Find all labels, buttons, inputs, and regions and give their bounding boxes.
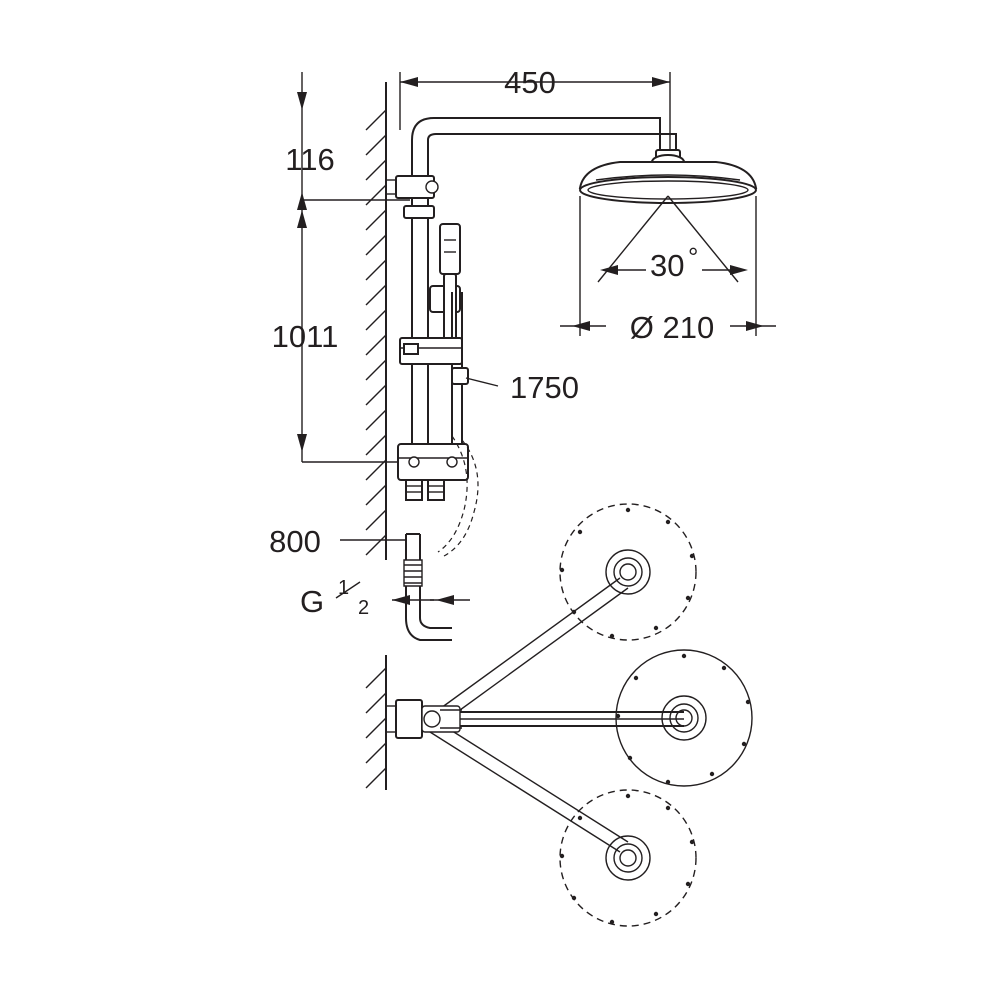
- dimension-116: 116: [285, 72, 410, 210]
- dimension-spray-angle: 30 °: [598, 196, 748, 283]
- shower-riser-assembly: [386, 118, 676, 640]
- dimension-1011: 1011: [272, 200, 410, 462]
- dimension-1750-label: 1750: [510, 370, 579, 405]
- dimension-thread-g-half: G 1 2: [300, 577, 470, 619]
- head-diameter-label: Ø 210: [630, 310, 714, 345]
- wall-upper: [366, 82, 386, 560]
- dimension-450-label: 450: [504, 65, 556, 100]
- shower-head-assembly: [580, 150, 756, 203]
- thread-letter-label: G: [300, 584, 324, 619]
- dimension-head-diameter: Ø 210: [560, 196, 776, 345]
- wall-lower: [366, 655, 386, 790]
- degree-symbol-label: °: [688, 242, 698, 272]
- shower-arm-plan: [386, 700, 684, 738]
- shower-head-position-centre: [616, 650, 752, 786]
- dimension-116-label: 116: [285, 142, 334, 177]
- swivel-range-plan-view: [386, 504, 752, 926]
- dimension-1011-label: 1011: [272, 319, 339, 354]
- dimension-800-label: 800: [269, 524, 321, 559]
- thread-numerator-label: 1: [338, 577, 349, 599]
- dimension-1750: 1750: [466, 370, 579, 405]
- shower-head-position-up: [430, 504, 696, 726]
- spray-angle-label: 30: [650, 248, 684, 283]
- thread-denominator-label: 2: [358, 597, 369, 619]
- dimension-800: 800: [269, 524, 406, 559]
- shower-head-position-down: [430, 722, 696, 926]
- dimension-450: 450: [400, 65, 670, 160]
